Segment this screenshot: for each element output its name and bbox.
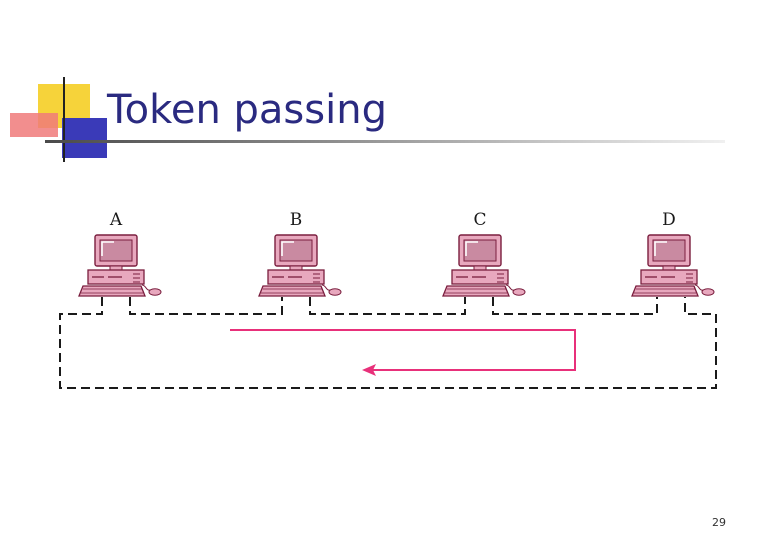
- station-label-a: A: [109, 210, 123, 230]
- station-a: A: [79, 210, 161, 296]
- station-d: D: [632, 210, 714, 296]
- station-c: C: [443, 210, 525, 296]
- computer-icon: [443, 235, 525, 296]
- computer-icon: [79, 235, 161, 296]
- station-label-b: B: [290, 210, 303, 230]
- page-number: 29: [712, 516, 742, 529]
- station-label-d: D: [662, 210, 676, 230]
- station-b: B: [259, 210, 341, 296]
- station-label-c: C: [473, 210, 486, 230]
- token-direction-arrow: [230, 330, 575, 376]
- computer-icon: [632, 235, 714, 296]
- ring-cable: [60, 297, 716, 388]
- computer-icon: [259, 235, 341, 296]
